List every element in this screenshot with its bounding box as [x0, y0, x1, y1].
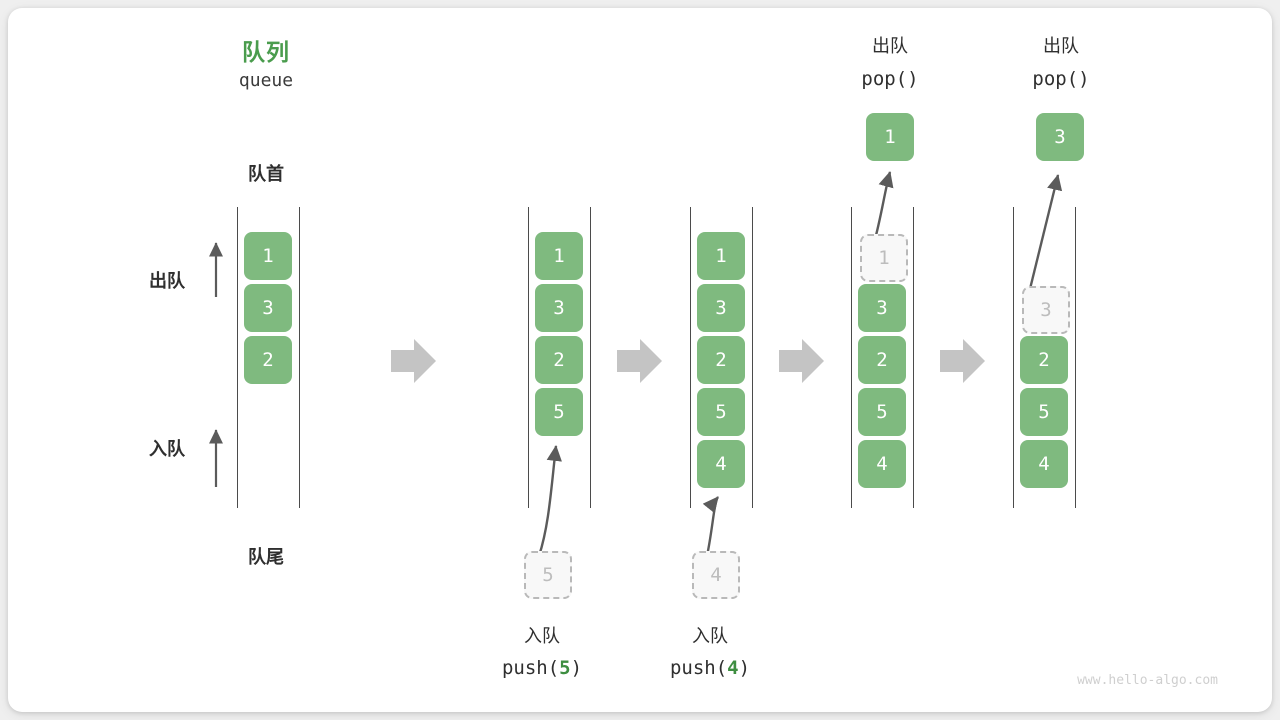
watermark: www.hello-algo.com [1077, 673, 1218, 688]
queue-cell: 5 [1020, 388, 1068, 436]
queue-rail-left [1013, 207, 1014, 508]
enqueue-direction-label: 入队 [149, 439, 185, 459]
queue-cell: 2 [535, 336, 583, 384]
code-suffix: ) [570, 657, 583, 679]
queue-cell: 2 [244, 336, 292, 384]
queue-cell: 2 [1020, 336, 1068, 384]
queue-rail-right [913, 207, 914, 508]
queue-rail-right [299, 207, 300, 508]
queue-rail-left [528, 207, 529, 508]
queue-rail-right [752, 207, 753, 508]
pop-arrow-3 [1027, 174, 1063, 294]
code-prefix: push( [669, 657, 728, 679]
operation-label-code: pop() [1032, 68, 1090, 90]
queue-rail-left [690, 207, 691, 508]
queue-rail-left [237, 207, 238, 508]
queue-cell: 2 [858, 336, 906, 384]
operation-label-cn: 出队 [1043, 36, 1079, 56]
flow-arrow-2 [617, 339, 662, 383]
code-prefix: push( [501, 657, 560, 679]
pop-arrow-1 [872, 171, 894, 244]
queue-cell: 5 [697, 388, 745, 436]
queue-cell: 1 [535, 232, 583, 280]
queue-cell: 3 [244, 284, 292, 332]
flow-arrow-4 [940, 339, 985, 383]
queue-cell: 4 [697, 440, 745, 488]
operation-label-cn: 出队 [872, 36, 908, 56]
push-arrow-4 [702, 496, 720, 557]
code-value: 4 [727, 657, 739, 679]
queue-rail-right [1075, 207, 1076, 508]
queue-cell: 1 [244, 232, 292, 280]
queue-cell: 3 [535, 284, 583, 332]
figure-title-en: queue [238, 70, 294, 91]
dequeue-direction-label: 出队 [149, 271, 185, 291]
queue-cell: 3 [697, 284, 745, 332]
queue-cell: 5 [535, 388, 583, 436]
incoming-ghost-cell: 5 [524, 551, 572, 599]
operation-label-code: push(4) [640, 657, 780, 679]
queue-rail-left [851, 207, 852, 508]
queue-cell: 5 [858, 388, 906, 436]
operation-label-cn: 入队 [692, 626, 728, 646]
figure-title-cn: 队列 [242, 39, 290, 65]
incoming-ghost-cell: 4 [692, 551, 740, 599]
code-suffix: ) [738, 657, 751, 679]
queue-tail-label: 队尾 [248, 547, 284, 567]
queue-cell: 1 [697, 232, 745, 280]
queue-head-label: 队首 [248, 164, 284, 184]
flow-arrow-3 [779, 339, 824, 383]
queue-cell: 4 [1020, 440, 1068, 488]
popped-value-cell: 1 [866, 113, 914, 161]
queue-cell-ghost: 1 [860, 234, 908, 282]
queue-cell-ghost: 3 [1022, 286, 1070, 334]
operation-label-cn: 入队 [524, 626, 560, 646]
queue-cell: 3 [858, 284, 906, 332]
operation-label-code: push(5) [472, 657, 612, 679]
operation-label-code: pop() [861, 68, 919, 90]
code-value: 5 [559, 657, 571, 679]
flow-arrow-1 [391, 339, 436, 383]
queue-cell: 2 [697, 336, 745, 384]
popped-value-cell: 3 [1036, 113, 1084, 161]
queue-rail-right [590, 207, 591, 508]
push-arrow-5 [537, 445, 562, 557]
queue-cell: 4 [858, 440, 906, 488]
